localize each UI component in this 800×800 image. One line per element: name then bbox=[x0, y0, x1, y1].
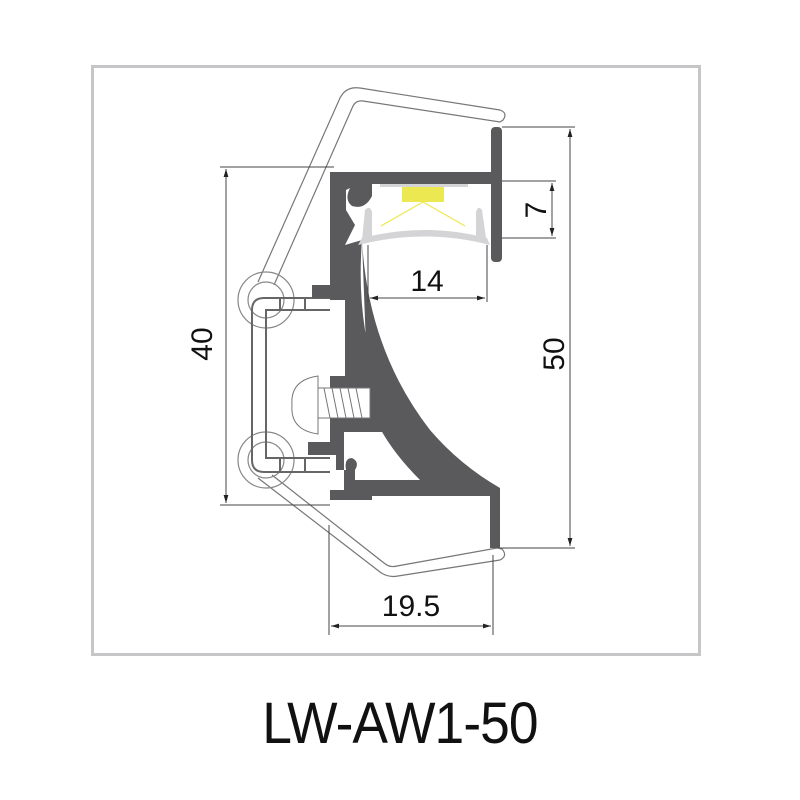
dim-label-total-height: 50 bbox=[538, 337, 571, 370]
spring-clip bbox=[257, 87, 506, 578]
dimension-lines bbox=[220, 126, 575, 635]
led-strip bbox=[380, 187, 466, 227]
screw-icon bbox=[291, 375, 371, 435]
drawing-frame bbox=[91, 65, 701, 656]
dim-label-channel-width: 14 bbox=[410, 265, 443, 298]
dim-label-top-depth: 7 bbox=[520, 202, 553, 219]
dim-label-mount-height: 40 bbox=[186, 327, 219, 360]
dim-label-bottom-depth: 19.5 bbox=[382, 590, 440, 623]
mounting-bracket bbox=[251, 297, 330, 473]
diffuser bbox=[358, 184, 490, 245]
product-model-title: LW-AW1-50 bbox=[262, 691, 538, 756]
